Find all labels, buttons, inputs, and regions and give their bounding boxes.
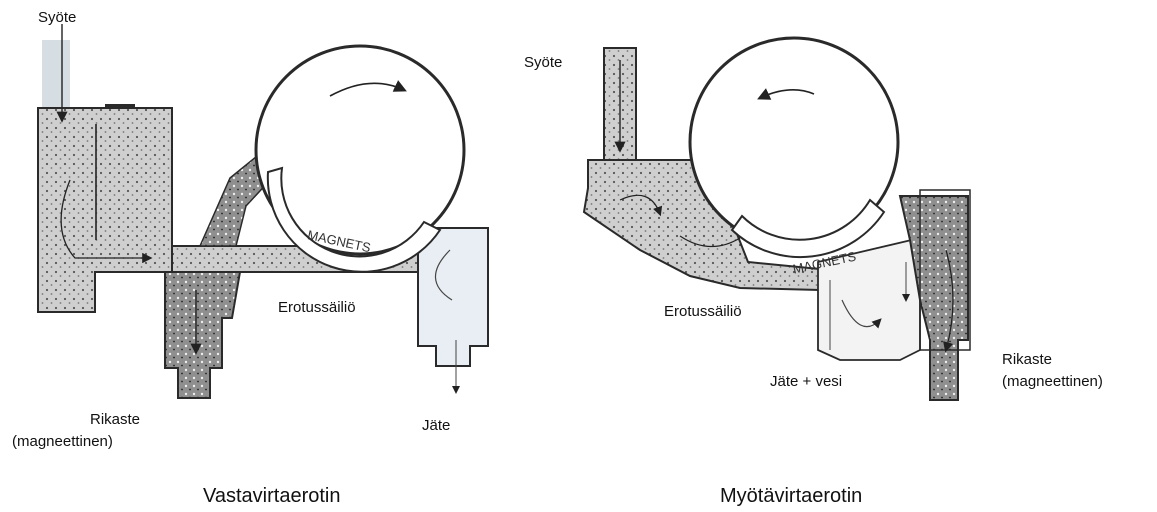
left-tank-label: Erotussäiliö	[278, 298, 356, 317]
left-concentrate-label: Rikaste	[90, 410, 140, 429]
left-tailings-box	[418, 228, 488, 366]
left-caption: Vastavirtaerotin	[203, 484, 340, 508]
left-concentrate-outlet	[165, 272, 240, 398]
left-concentrate-label-sub: (magneettinen)	[12, 432, 113, 451]
co-current-separator: MAGNETS	[584, 38, 970, 400]
left-tailings-label: Jäte	[422, 416, 450, 435]
right-concentrate-label: Rikaste	[1002, 350, 1052, 369]
counter-current-separator: MAGNETS	[38, 24, 488, 398]
left-feed-label: Syöte	[38, 8, 76, 27]
right-tank-label: Erotussäiliö	[664, 302, 742, 321]
right-tailings-label: Jäte + vesi	[770, 372, 842, 391]
right-feed-label: Syöte	[524, 53, 562, 72]
right-caption: Myötävirtaerotin	[720, 484, 862, 508]
right-concentrate-label-sub: (magneettinen)	[1002, 372, 1103, 391]
